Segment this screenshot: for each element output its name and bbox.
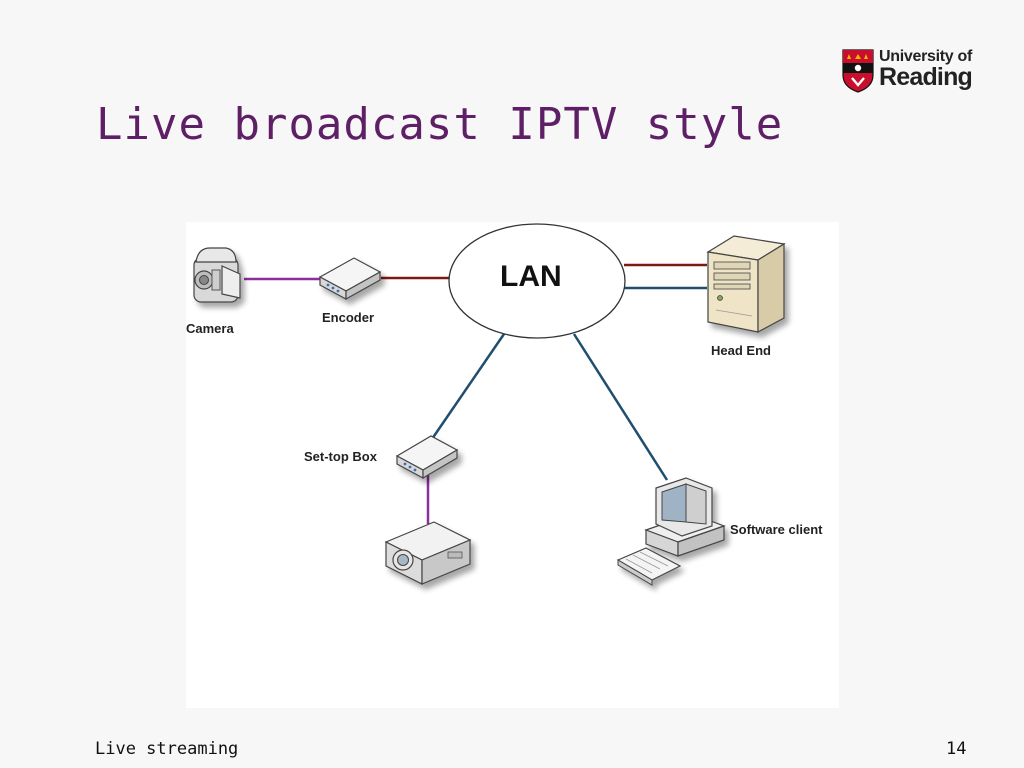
encoder-box-icon [318, 257, 382, 301]
link-lan-software-client [572, 333, 669, 481]
set-top-box-label: Set-top Box [304, 449, 377, 464]
software-client-label: Software client [730, 522, 823, 537]
network-diagram: LAN Camera Encoder Head End Set-top Box … [186, 222, 839, 708]
set-top-box-icon [395, 435, 459, 480]
footer-text: Live streaming [95, 739, 239, 759]
camera-label: Camera [186, 321, 234, 336]
logo-text-line1: University of [879, 48, 973, 65]
page-number: 14 [946, 739, 967, 759]
logo-text-line2: Reading [879, 63, 973, 91]
shield-icon [842, 49, 874, 93]
slide-title: Live broadcast IPTV style [96, 99, 784, 150]
encoder-label: Encoder [322, 310, 375, 325]
desktop-computer-icon [616, 477, 726, 586]
university-logo: University of Reading [842, 47, 978, 95]
camcorder-icon [193, 247, 241, 303]
lan-label: LAN [500, 260, 562, 293]
server-tower-icon [706, 235, 786, 334]
head-end-label: Head End [711, 343, 771, 358]
projector-icon [384, 521, 472, 585]
lan-hub [448, 223, 626, 339]
diagram-canvas [193, 223, 786, 586]
link-lan-settopbox [430, 333, 506, 440]
